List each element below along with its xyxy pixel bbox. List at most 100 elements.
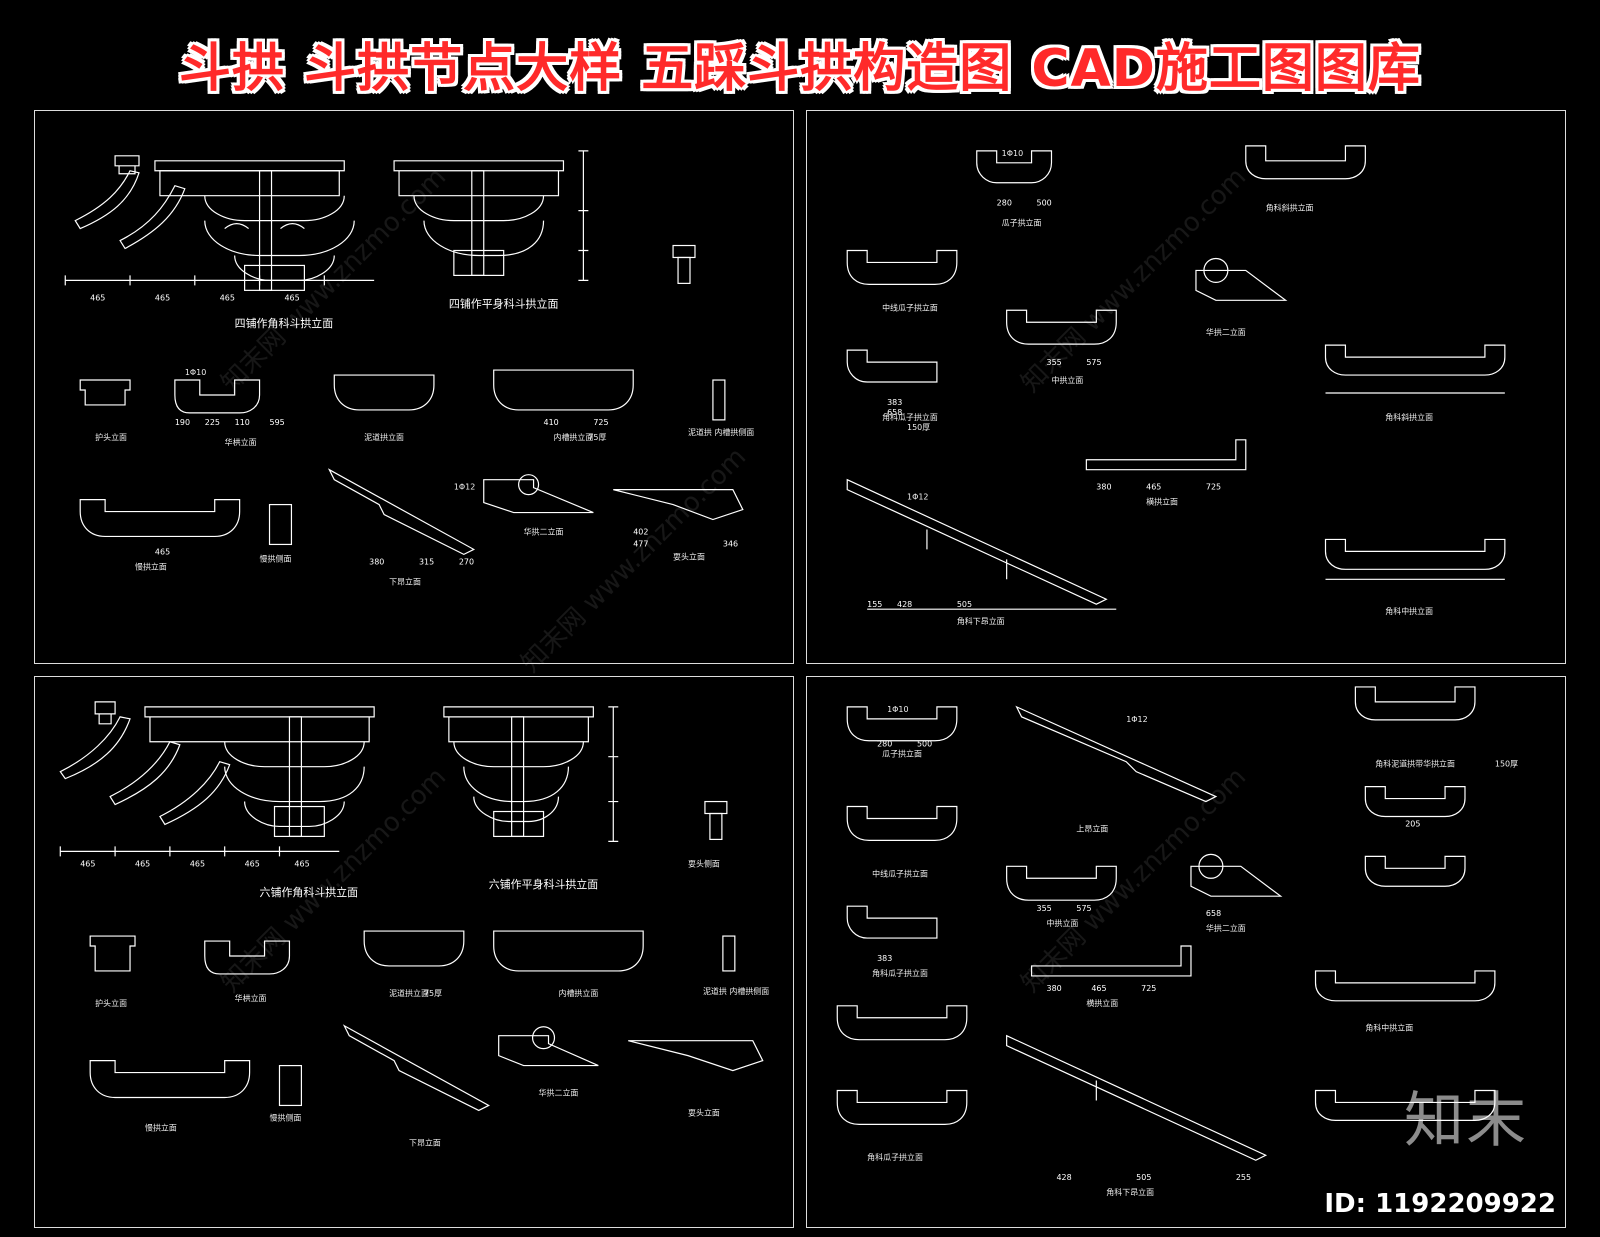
caption-guazi-center: 中线瓜子拱立面: [872, 868, 928, 878]
dim-465-1: 465: [90, 293, 105, 302]
caption-guazi-center: 中线瓜子拱立面: [882, 302, 938, 312]
banner: 斗拱 斗拱节点大样 五踩斗拱构造图 CAD施工图图库: [0, 0, 1600, 100]
dim-383: 383: [887, 398, 902, 407]
drawing-sheet-1: 465 465 465 465 四铺作角科斗拱立面 四铺作平身科斗拱立面: [34, 110, 794, 664]
dim-270: 270: [459, 557, 474, 566]
dim-465-2: 465: [155, 293, 170, 302]
caption-neicaogong: 内槽拱立面: [558, 988, 598, 998]
caption-shuatou-side: 耍头侧面: [688, 858, 720, 868]
dim-465-2: 465: [135, 859, 150, 868]
dim-505: 505: [957, 600, 972, 609]
small-block-elevation: [704, 800, 728, 841]
caption-mangong: 慢拱立面: [145, 1122, 177, 1132]
label-rebar: 1Φ10: [887, 705, 908, 714]
dim-355: 355: [1047, 358, 1062, 367]
caption-shuatou: 耍头立面: [673, 551, 705, 561]
dim-465: 465: [1146, 483, 1161, 492]
intermediate-bracket-elevation: [443, 706, 619, 842]
caption-huagong: 华栱立面: [225, 437, 257, 447]
dim-658: 658: [887, 408, 902, 417]
dim-465-5: 465: [294, 859, 309, 868]
dim-465-1: 465: [80, 859, 95, 868]
caption-henggong: 横拱立面: [1086, 998, 1118, 1008]
label-rebar-2: 1Φ12: [907, 493, 928, 502]
caption-zhonggong: 中拱立面: [1051, 375, 1083, 385]
dim-280: 280: [877, 740, 892, 749]
label-rebar: 1Φ10: [1002, 149, 1023, 158]
parts-row-1: [79, 369, 744, 556]
caption-henggong: 横拱立面: [1146, 497, 1178, 507]
caption-nidaogong: 泥道拱立面: [364, 432, 404, 442]
caption-shangang: 上昂立面: [1076, 823, 1108, 833]
dim-465: 465: [1091, 984, 1106, 993]
caption-guazi: 瓜子拱立面: [882, 749, 922, 759]
sheet1-title-left: 四铺作角科斗拱立面: [235, 316, 334, 330]
corner-bracket-elevation: [59, 701, 375, 857]
dim-465-3: 465: [220, 293, 235, 302]
intermediate-bracket-elevation: [393, 150, 589, 281]
sheet3-title-right: 六铺作平身科斗拱立面: [489, 877, 599, 891]
id-tag: ID: 1192209922: [1324, 1189, 1556, 1219]
dim-155: 155: [867, 600, 882, 609]
dim-383: 383: [877, 954, 892, 963]
dim-725: 725: [593, 418, 608, 427]
parts-row-3: [89, 930, 764, 1112]
sheet-2-drawing: 瓜子拱立面 中线瓜子拱立面 角科瓜子拱立面 中拱立面 角科斜拱立面 华拱二立面 …: [846, 145, 1506, 626]
small-block-elevation: [672, 244, 696, 284]
caption-huagong2: 华拱二立面: [1206, 923, 1246, 933]
dim-505: 505: [1136, 1173, 1151, 1182]
caption-guazi-corner: 角科瓜子拱立面: [872, 968, 928, 978]
dim-255: 255: [1236, 1173, 1251, 1182]
sheet1-title-right: 四铺作平身科斗拱立面: [449, 296, 559, 310]
dim-658: 658: [1206, 909, 1221, 918]
label-thick: 150厚: [1495, 760, 1518, 769]
caption-corner-guazi-2: 角科瓜子拱立面: [867, 1152, 923, 1162]
caption-xiaang: 下昂立面: [409, 1137, 441, 1147]
label-rebar: 1Φ10: [185, 368, 206, 377]
caption-mangong-side: 慢拱侧面: [260, 553, 292, 563]
caption-corner-slant: 角科斜拱立面: [1266, 203, 1314, 213]
caption-mangong-side: 慢拱侧面: [270, 1112, 302, 1122]
dim-477: 477: [633, 539, 648, 548]
caption-side: 泥道拱 内槽拱侧面: [688, 427, 754, 437]
dim-500: 500: [917, 740, 932, 749]
dim-575: 575: [1076, 904, 1091, 913]
caption-zhonggong: 中拱立面: [1047, 918, 1079, 928]
caption-hutou: 护头立面: [95, 432, 127, 442]
caption-side: 泥道拱 内槽拱侧面: [703, 986, 769, 996]
dim-410: 410: [544, 418, 559, 427]
dim-110: 110: [235, 418, 250, 427]
drawing-sheet-3: 465 465 465 465 465 六铺作角科斗拱立面 六铺作平身科斗拱立面: [34, 676, 794, 1228]
caption-corner-xiaang: 角科下昂立面: [1106, 1187, 1154, 1197]
corner-bracket-elevation: [64, 155, 375, 291]
label-rebar-2: 1Φ12: [454, 483, 475, 492]
dim-725: 725: [1141, 984, 1156, 993]
dim-465-4: 465: [245, 859, 260, 868]
dim-355: 355: [1037, 904, 1052, 913]
dim-402: 402: [633, 527, 648, 536]
sheet-3-drawing: 465 465 465 465 465 六铺作角科斗拱立面 六铺作平身科斗拱立面: [59, 701, 769, 1147]
dim-428: 428: [1056, 1173, 1071, 1182]
caption-corner-slant-2: 角科斜拱立面: [1385, 412, 1433, 422]
caption-huagong: 华栱立面: [235, 993, 267, 1003]
caption-corner-nidao: 角科泥道拱带华拱立面: [1375, 759, 1455, 769]
dim-465: 465: [155, 547, 170, 556]
dim-225: 225: [205, 418, 220, 427]
drawing-sheet-2: 瓜子拱立面 中线瓜子拱立面 角科瓜子拱立面 中拱立面 角科斜拱立面 华拱二立面 …: [806, 110, 1566, 664]
caption-corner-zhonggong: 角科中拱立面: [1385, 606, 1433, 616]
dim-190: 190: [175, 418, 190, 427]
caption-hutou: 护头立面: [95, 998, 127, 1008]
dim-346: 346: [723, 539, 738, 548]
drawing-sheet-4: 瓜子拱立面 中线瓜子拱立面 角科瓜子拱立面 中拱立面 华拱二立面 横拱立面 上昂…: [806, 676, 1566, 1228]
brand-logo: 知末: [1404, 1086, 1528, 1156]
dim-315: 315: [419, 557, 434, 566]
dim-575: 575: [1086, 358, 1101, 367]
parts-sheet-2: [846, 145, 1506, 610]
parts-sheet-4: [836, 686, 1496, 1161]
dim-725: 725: [1206, 483, 1221, 492]
caption-corner-xiaang: 角科下昂立面: [957, 616, 1005, 626]
dim-380: 380: [1096, 483, 1111, 492]
dim-280: 280: [997, 199, 1012, 208]
caption-guazi: 瓜子拱立面: [1002, 218, 1042, 228]
sheet3-title-left: 六铺作角科斗拱立面: [260, 885, 359, 899]
